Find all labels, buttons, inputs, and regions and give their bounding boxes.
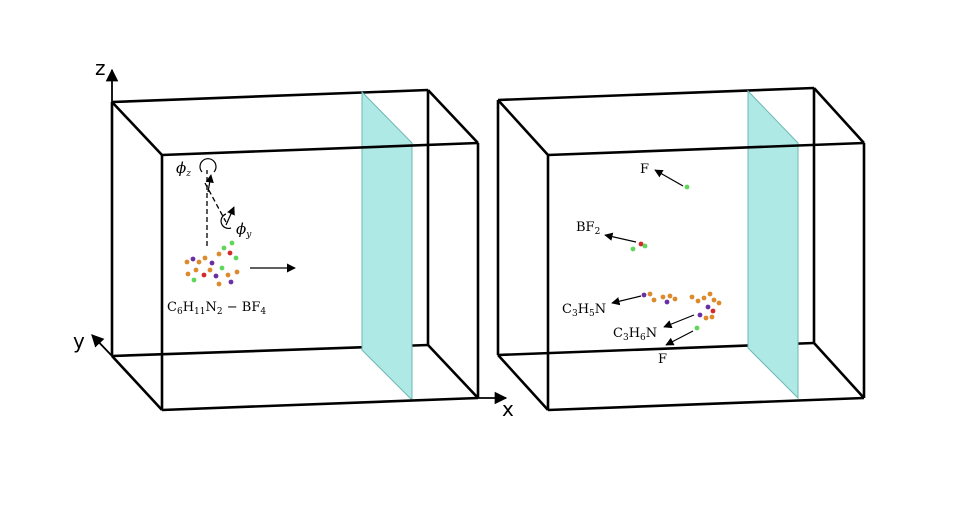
atom bbox=[689, 294, 695, 300]
atom bbox=[209, 260, 215, 266]
atom bbox=[233, 255, 239, 261]
right-absorbing-plane bbox=[747, 89, 799, 400]
fragment-c3h6n: C3H6N bbox=[613, 291, 722, 343]
atom bbox=[711, 297, 717, 303]
atom bbox=[642, 243, 648, 249]
phi-z-label: ϕz bbox=[176, 159, 191, 179]
right-box-front-face bbox=[497, 87, 866, 412]
atom bbox=[647, 291, 653, 297]
left-absorbing-plane bbox=[361, 90, 413, 402]
fragment-f-top-label: F bbox=[640, 162, 649, 177]
axis-x: x bbox=[478, 391, 514, 421]
atom bbox=[651, 297, 657, 303]
atom bbox=[703, 315, 709, 321]
atom bbox=[196, 259, 202, 265]
atom bbox=[225, 272, 231, 278]
left-box-front-face bbox=[111, 89, 480, 412]
phi-y-label: ϕy bbox=[236, 220, 252, 240]
right-simulation-box bbox=[496, 86, 866, 412]
rotation-annotations: ϕz ϕy bbox=[176, 158, 252, 246]
atom bbox=[190, 256, 196, 262]
atom bbox=[672, 296, 678, 302]
atom bbox=[694, 325, 700, 331]
axis-z: z bbox=[95, 56, 119, 102]
atom bbox=[221, 245, 227, 251]
atom bbox=[213, 273, 219, 279]
atom bbox=[219, 265, 225, 271]
fragment-c3h5n-label: C3H5N bbox=[562, 302, 606, 319]
atom bbox=[638, 241, 644, 247]
molecule-formula-label: C6H11N2 − BF4 bbox=[167, 300, 266, 317]
fragment-bf2: BF2 bbox=[576, 220, 648, 252]
fragment-bf2-label: BF2 bbox=[576, 220, 600, 237]
atom bbox=[701, 295, 707, 301]
atom bbox=[660, 294, 666, 300]
atom bbox=[184, 259, 190, 265]
atom bbox=[707, 291, 713, 297]
atom bbox=[227, 250, 233, 256]
atom bbox=[630, 246, 636, 252]
atom bbox=[667, 293, 673, 299]
atom bbox=[191, 277, 197, 283]
ionic-liquid-molecule bbox=[184, 240, 240, 287]
fragment-f-bottom-label: F bbox=[658, 352, 667, 367]
atom bbox=[185, 271, 191, 277]
atom bbox=[202, 255, 208, 261]
atom bbox=[216, 251, 222, 257]
axis-x-label: x bbox=[502, 397, 514, 421]
atom bbox=[709, 314, 715, 320]
atom bbox=[229, 240, 235, 246]
fragment-f-top: F bbox=[640, 162, 690, 190]
fragment-f-bottom: F bbox=[658, 325, 700, 367]
atom bbox=[705, 304, 711, 310]
atom bbox=[641, 292, 647, 298]
axis-y: y bbox=[73, 329, 113, 357]
atom bbox=[710, 308, 716, 314]
atom bbox=[228, 279, 234, 285]
left-simulation-box bbox=[110, 88, 480, 412]
axis-z-label: z bbox=[95, 56, 106, 80]
atom bbox=[684, 184, 690, 190]
atom bbox=[207, 267, 213, 273]
atom bbox=[201, 272, 207, 278]
atom bbox=[234, 269, 240, 275]
atom bbox=[716, 300, 722, 306]
fragment-c3h6n-label: C3H6N bbox=[613, 326, 657, 343]
atom bbox=[697, 312, 703, 318]
atom bbox=[664, 299, 670, 305]
atom bbox=[193, 267, 199, 273]
atom bbox=[216, 281, 222, 287]
atom bbox=[695, 298, 701, 304]
axis-y-label: y bbox=[73, 329, 85, 353]
fragment-c3h5n: C3H5N bbox=[562, 291, 678, 319]
